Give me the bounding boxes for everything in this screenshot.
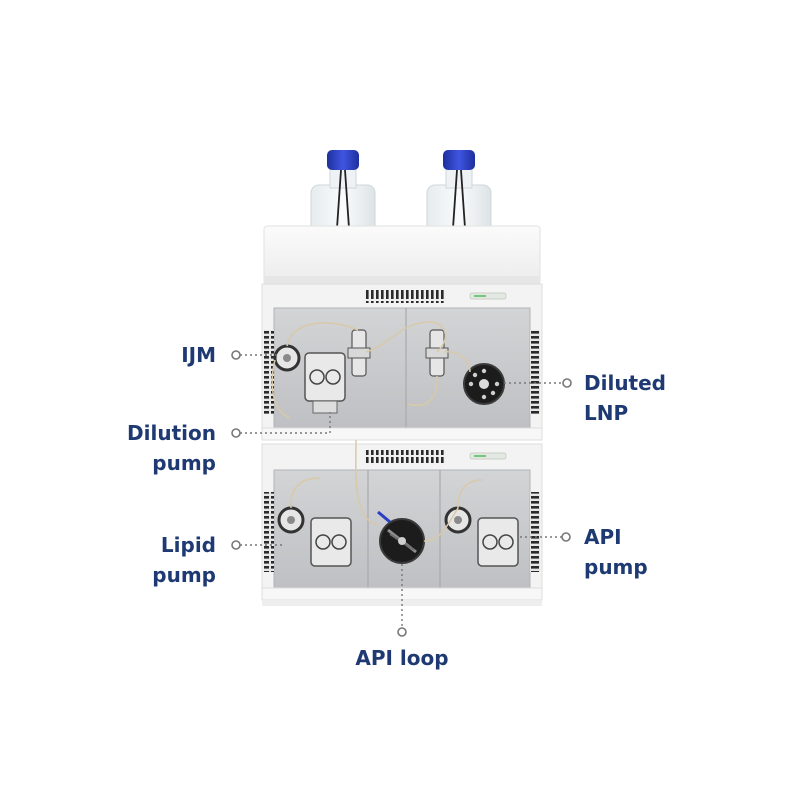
- api-pump-mixer: [444, 506, 472, 534]
- label-diluted-lnp-line2: LNP: [584, 401, 629, 425]
- solvent-bottle-right: [426, 150, 492, 233]
- solvent-tray: [263, 225, 541, 285]
- label-lipid-pump: Lipid pump: [152, 530, 216, 590]
- label-dilution-pump: Dilution pump: [127, 418, 216, 478]
- label-diluted-lnp-line1: Diluted: [584, 371, 666, 395]
- label-api-loop-text: API loop: [355, 646, 449, 670]
- leader-diluted-lnp: [504, 378, 572, 388]
- leader-api-pump: [520, 532, 571, 542]
- label-lipid-pump-line2: pump: [152, 563, 216, 587]
- api-pump-head: [477, 517, 519, 567]
- solvent-bottle-left: [310, 150, 376, 233]
- label-api-pump-line1: API: [584, 525, 622, 549]
- upper-check-valve-right: [425, 329, 449, 377]
- label-diluted-lnp: Diluted LNP: [584, 368, 666, 428]
- leader-ijm: [231, 350, 278, 360]
- dilution-pump-head: [304, 352, 346, 414]
- leader-dilution-pump: [231, 412, 331, 438]
- label-dilution-pump-line1: Dilution: [127, 421, 216, 445]
- upper-check-valve-left: [347, 329, 371, 377]
- label-lipid-pump-line1: Lipid: [160, 533, 216, 557]
- leader-api-loop: [397, 564, 407, 637]
- leader-lipid-pump: [231, 540, 282, 550]
- lipid-pump-mixer: [277, 506, 305, 534]
- ijm-mixer: [273, 344, 301, 372]
- lipid-pump-head: [310, 517, 352, 567]
- label-ijm: IJM: [181, 340, 216, 370]
- diluted-lnp-valve: [463, 363, 505, 405]
- label-api-pump-line2: pump: [584, 555, 648, 579]
- api-loop-valve: [377, 510, 425, 564]
- label-api-loop: API loop: [322, 643, 482, 673]
- upper-module: [261, 283, 543, 441]
- label-api-pump: API pump: [584, 522, 648, 582]
- label-ijm-text: IJM: [181, 343, 216, 367]
- lower-module: [261, 439, 543, 606]
- label-dilution-pump-line2: pump: [152, 451, 216, 475]
